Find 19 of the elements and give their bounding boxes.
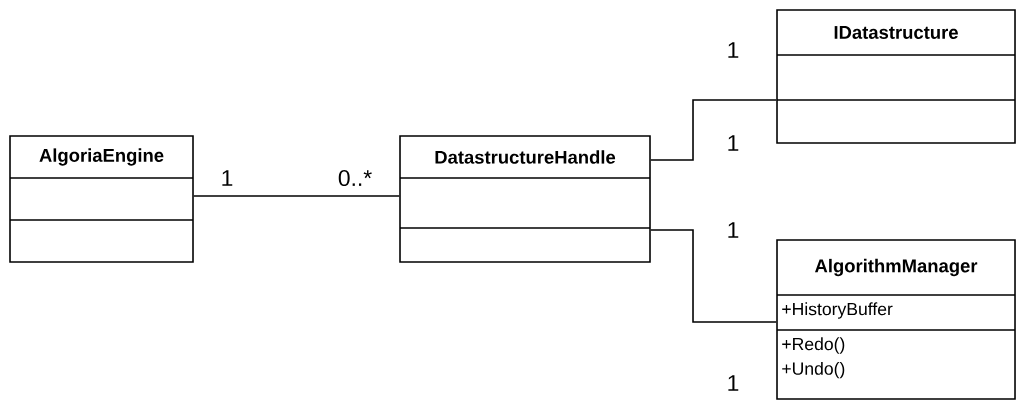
class-box (399, 135, 651, 263)
member-text: +Redo() +Undo() (782, 337, 845, 379)
association-line (650, 99, 777, 161)
multiplicity-label: 1 (728, 222, 739, 238)
multiplicity-label: 1 (728, 375, 739, 391)
association-line (193, 195, 400, 197)
class-name: AlgorithmManager (815, 258, 978, 277)
multiplicity-label: 1 (222, 170, 233, 186)
class-name: DatastructureHandle (435, 150, 616, 164)
member-text: +HistoryBuffer (782, 302, 893, 319)
class-box (776, 9, 1016, 144)
multiplicity-label: 0..* (338, 169, 372, 187)
multiplicity-label: 1 (728, 135, 739, 151)
class-box (776, 239, 1016, 400)
multiplicity-label: 1 (728, 42, 739, 58)
class-name: AlgoriaEngine (39, 148, 164, 166)
class-box (9, 135, 194, 263)
class-name: IDatastructure (834, 26, 958, 39)
association-line (650, 229, 777, 323)
